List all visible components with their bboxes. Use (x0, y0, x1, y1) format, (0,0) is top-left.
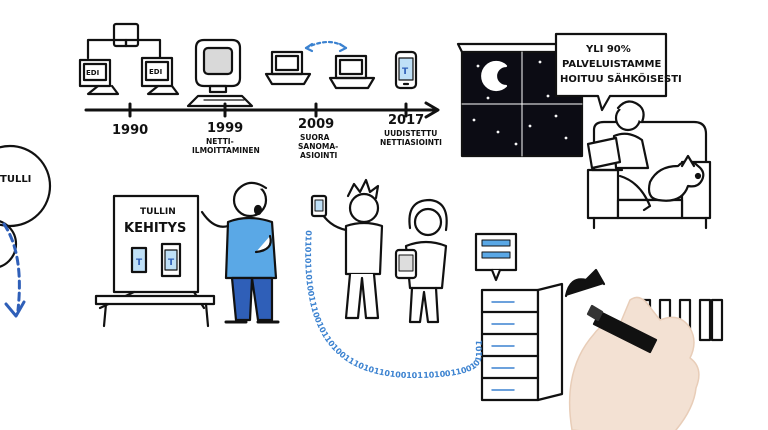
caption-2009-line1: SUORA (300, 133, 330, 142)
bubble-line-2: PALVELUISTAMME (562, 59, 661, 70)
caption-2017-line2: NETTIASIOINTI (380, 138, 442, 147)
couch-scene (586, 100, 712, 230)
ui-card-icon (474, 232, 518, 282)
caption-2009-line3: ASIOINTI (300, 151, 338, 160)
moon-icon (481, 60, 508, 92)
edi-terminals-icon (78, 22, 180, 96)
board-badge-left: T (136, 258, 143, 268)
drawing-hand (568, 296, 700, 430)
timeline-arrowhead (424, 101, 440, 119)
caption-1999-line1: NETTI- (206, 137, 234, 146)
board-title-line2: KEHITYS (124, 221, 186, 236)
blue-dashed-arrow (2, 222, 21, 312)
timeline-year-1999: 1999 (207, 121, 243, 136)
caption-2009-line2: SANOMA- (298, 142, 338, 151)
bubble-line-1: YLI 90% (585, 44, 631, 55)
smartphone-icon (394, 50, 418, 90)
speech-bubble (554, 32, 668, 112)
boy-with-phone (310, 178, 384, 320)
timeline-year-2017: 2017 (388, 113, 424, 128)
edi-label-left: EDI (86, 69, 99, 77)
timeline-year-2009: 2009 (298, 117, 334, 132)
binary-stream-path: 0110101101001110010110100111010110100101… (303, 230, 484, 380)
tulli-circle (0, 144, 52, 228)
board-badge-right: T (168, 258, 175, 268)
phone-badge-2017: T (402, 67, 409, 77)
server-rack (480, 282, 564, 402)
board-title-line1: TULLIN (140, 207, 176, 217)
crt-computer-icon (186, 38, 254, 108)
caption-2017-line1: UUDISTETTU (384, 129, 437, 138)
caption-1999-line2: ILMOITTAMINEN (192, 146, 260, 155)
timeline (84, 101, 440, 119)
laptop-icon (586, 136, 622, 170)
edi-label-right: EDI (149, 68, 162, 76)
tulli-circle-label: TULLI (0, 174, 31, 185)
laptops-icon (264, 40, 376, 90)
timeline-year-1990: 1990 (112, 123, 148, 138)
bubble-line-3: HOITUU SÄHKÖISESTI (560, 71, 682, 85)
girl-with-phone (394, 198, 448, 324)
binary-stream: 0110101101001110010110100111010110100101… (303, 230, 484, 380)
presentation-board (94, 194, 216, 328)
dog-icon (647, 159, 705, 202)
presenter-man (200, 181, 280, 324)
